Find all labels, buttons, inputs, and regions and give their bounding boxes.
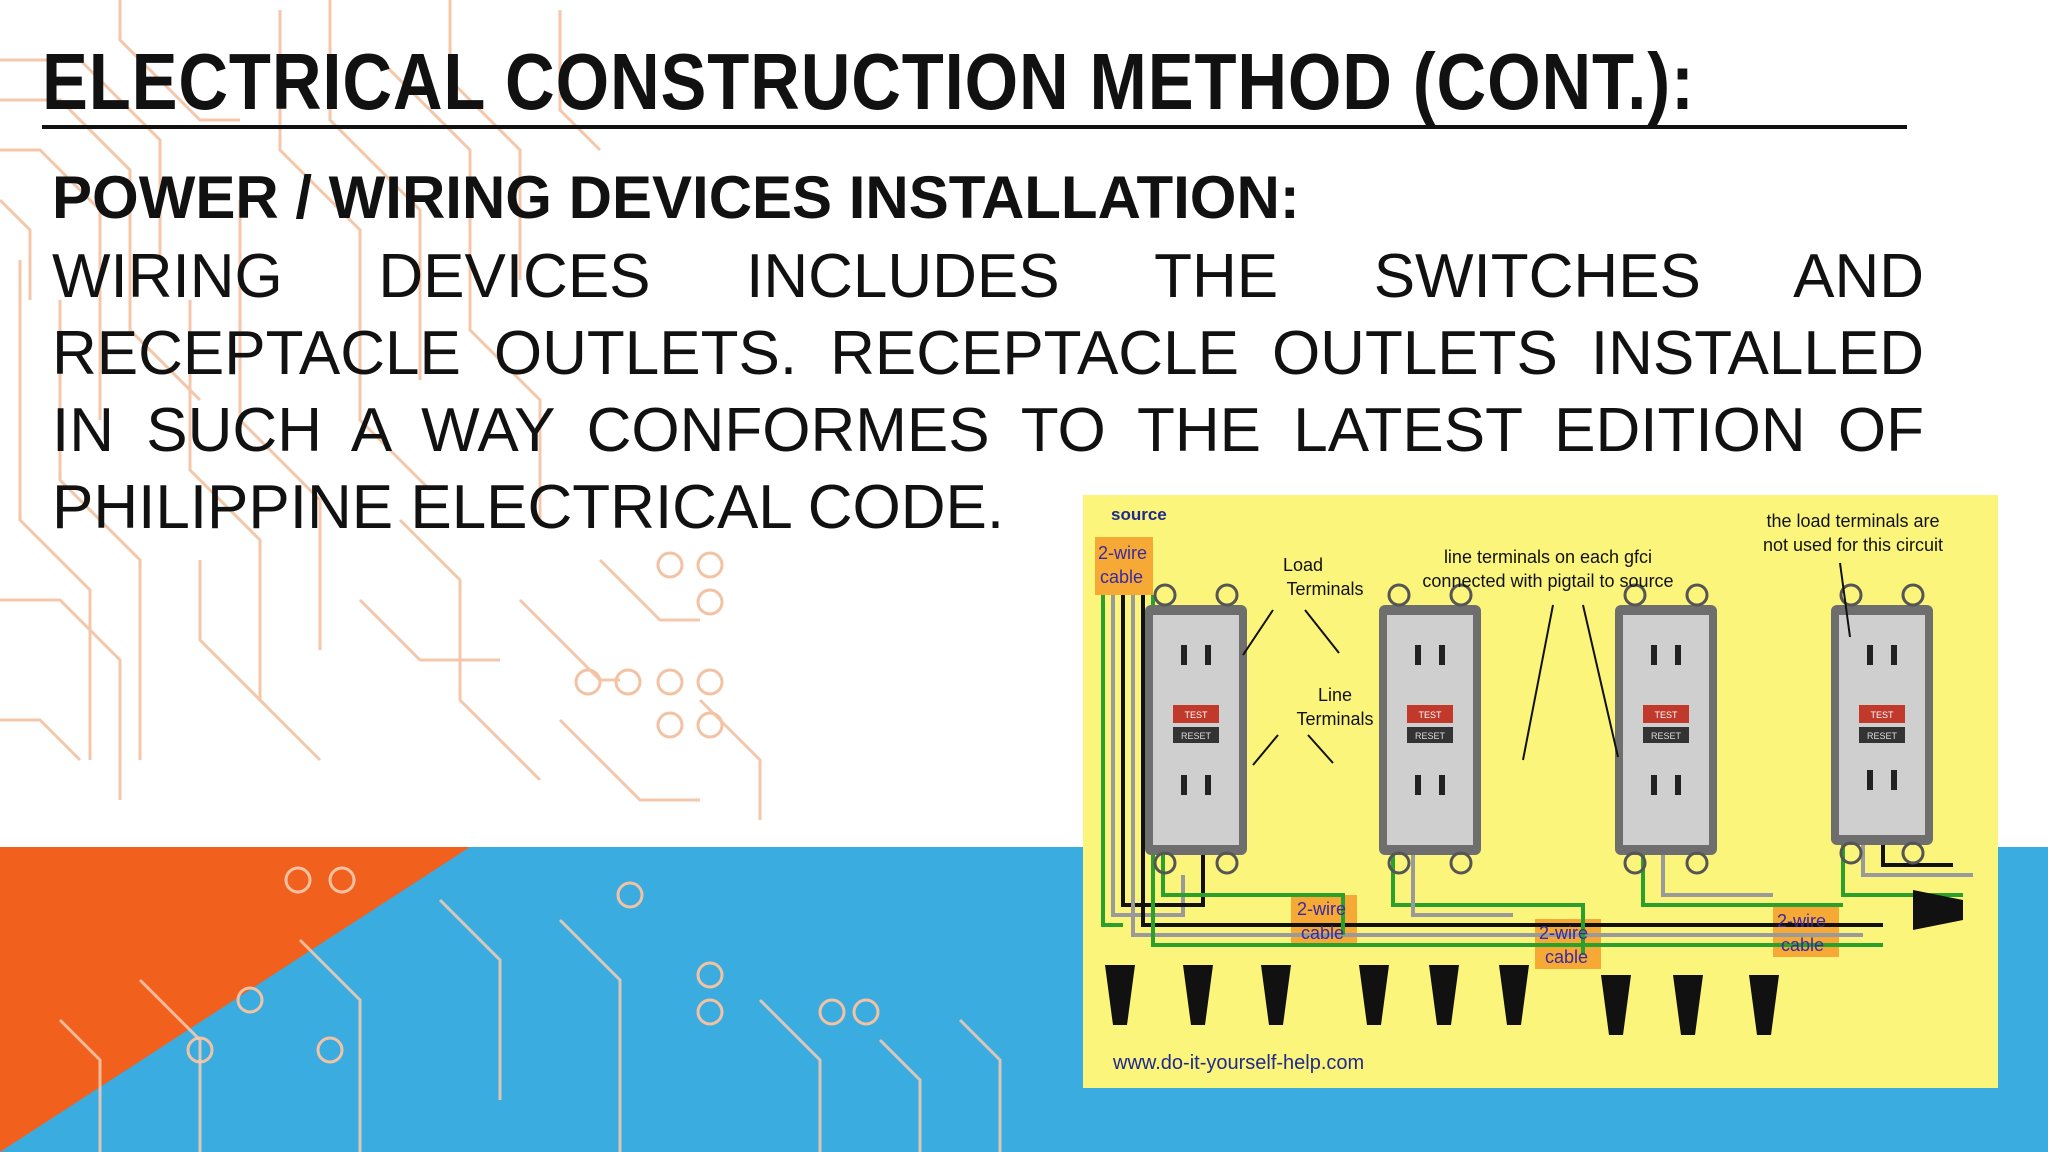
slide-title: ELECTRICAL CONSTRUCTION METHOD (CONT.): (42, 37, 1695, 126)
paragraph-line-2: RECEPTACLE OUTLETS. RECEPTACLE OUTLETS I… (52, 319, 1924, 388)
cable-label-3-2: cable (1545, 947, 1588, 967)
orange-band (0, 847, 470, 1152)
circuit-pattern (0, 0, 762, 820)
cable-label-source-2: cable (1100, 567, 1143, 587)
paragraph-line-4: PHILIPPINE ELECTRICAL CODE. (52, 473, 1005, 542)
load-terminals-label-1: Load (1283, 555, 1323, 575)
line-terminals-note-1: line terminals on each gfci (1444, 547, 1652, 567)
test-label-2: TEST (1418, 710, 1442, 720)
reset-label-2: RESET (1415, 731, 1446, 741)
circuit-pattern-lower (58, 898, 1002, 1152)
gfci-receptacle-4 (1831, 583, 1933, 865)
cable-label-2-1: 2-wire (1297, 899, 1346, 919)
paragraph-line-1: WIRING DEVICES INCLUDES THE SWITCHES AND (52, 242, 1924, 311)
cable-label-2-2: cable (1301, 923, 1344, 943)
paragraph-line-3: IN SUCH A WAY CONFORMES TO THE LATEST ED… (52, 396, 1924, 465)
body-paragraph: WIRING DEVICES INCLUDES THE SWITCHES AND… (52, 238, 1924, 546)
gfci-receptacle-2 (1379, 583, 1481, 875)
reset-label-1: RESET (1181, 731, 1212, 741)
line-terminals-label-2: Terminals (1296, 709, 1373, 729)
annotation-arrows (1242, 562, 1851, 766)
line-terminals-note-2: connected with pigtail to source (1422, 571, 1673, 591)
cable-label-4-2: cable (1781, 935, 1824, 955)
reset-label-3: RESET (1651, 731, 1682, 741)
test-label-4: TEST (1870, 710, 1894, 720)
wire-nuts (1105, 890, 1963, 1035)
title-underline (42, 125, 1907, 129)
line-terminals-label-1: Line (1318, 685, 1352, 705)
reset-label-4: RESET (1867, 731, 1898, 741)
gfci-receptacle-3 (1615, 583, 1717, 875)
section-heading: POWER / WIRING DEVICES INSTALLATION: (52, 164, 1300, 231)
website-credit: www.do-it-yourself-help.com (1112, 1052, 1364, 1074)
load-unused-note-2: not used for this circuit (1763, 535, 1943, 555)
gfci-wiring-diagram: source 2-wire cable 2-wire cable 2-wire … (1083, 495, 1998, 1088)
source-label: source (1111, 505, 1167, 524)
load-terminals-label-2: Terminals (1286, 579, 1363, 599)
cable-label-4-1: 2-wire (1777, 911, 1826, 931)
cable-label-source-1: 2-wire (1098, 543, 1147, 563)
cable-tag-source (1095, 537, 1153, 595)
load-unused-note-1: the load terminals are (1766, 511, 1939, 531)
cable-label-3-1: 2-wire (1539, 923, 1588, 943)
test-label-3: TEST (1654, 710, 1678, 720)
test-label-1: TEST (1184, 710, 1208, 720)
cable-tag-4 (1773, 907, 1839, 957)
gfci-receptacle-1 (1145, 583, 1247, 875)
circuit-nodes (186, 551, 880, 1064)
